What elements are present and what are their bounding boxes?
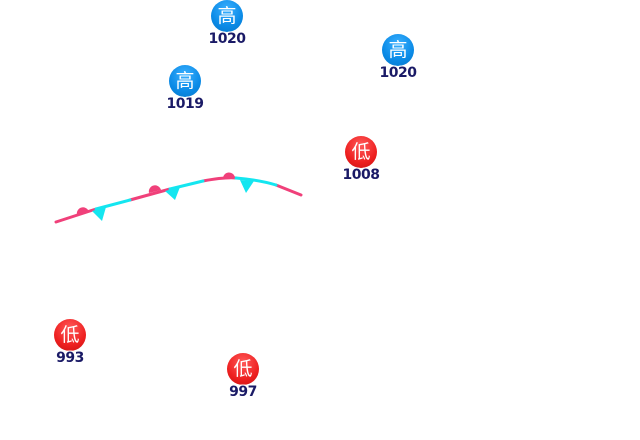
front-cold-segment xyxy=(94,198,132,211)
front-warm-symbol xyxy=(76,207,89,215)
low-pressure-marker: 低 993 xyxy=(40,319,100,366)
high-pressure-marker: 高 1020 xyxy=(197,0,257,47)
low-pressure-marker: 低 997 xyxy=(213,353,273,400)
front-cold-symbol xyxy=(92,207,106,221)
pressure-value: 997 xyxy=(229,384,257,400)
pressure-value: 1008 xyxy=(342,167,380,183)
front-warm-segment xyxy=(128,187,172,202)
low-pressure-icon: 低 xyxy=(54,319,86,351)
front-warm-segment xyxy=(54,207,98,224)
high-pressure-icon: 高 xyxy=(169,65,201,97)
front-warm-segment xyxy=(274,183,303,197)
low-pressure-icon: 低 xyxy=(227,353,259,385)
pressure-value: 1020 xyxy=(208,31,246,47)
high-pressure-marker: 高 1020 xyxy=(368,34,428,81)
front-cold-segment xyxy=(234,176,278,187)
high-pressure-icon: 高 xyxy=(211,0,243,32)
front-cold-segment xyxy=(168,179,205,191)
high-pressure-icon: 高 xyxy=(382,34,414,66)
low-pressure-icon: 低 xyxy=(345,136,377,168)
low-pressure-marker: 低 1008 xyxy=(331,136,391,183)
front-cold-symbol xyxy=(165,187,180,200)
high-pressure-marker: 高 1019 xyxy=(155,65,215,112)
front-cold-symbol xyxy=(240,180,254,193)
pressure-value: 993 xyxy=(56,350,84,366)
pressure-value: 1019 xyxy=(166,96,204,112)
front-warm-symbol xyxy=(148,185,161,193)
front-warm-symbol xyxy=(222,172,235,179)
pressure-value: 1020 xyxy=(379,65,417,81)
